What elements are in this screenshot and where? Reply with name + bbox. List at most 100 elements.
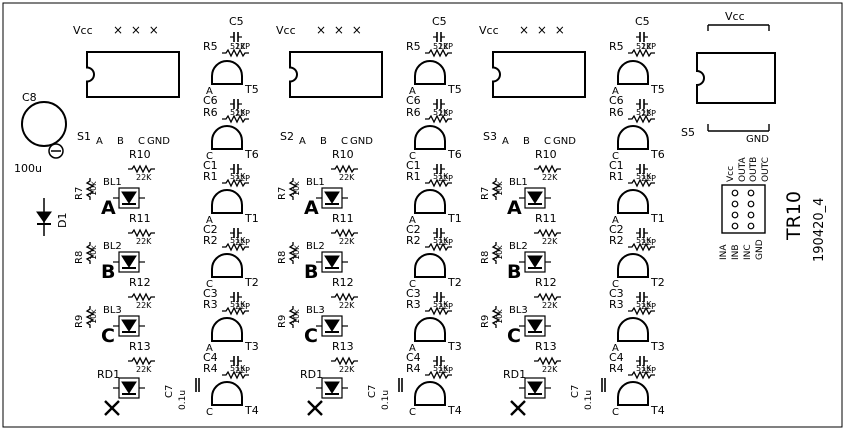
series-resistor-value: 22K — [339, 237, 355, 246]
rd-x-mark — [104, 400, 120, 416]
stage-resistor — [222, 48, 249, 58]
stage-resistor-label: R3 — [609, 298, 624, 311]
stage-cap-label: C2 — [203, 223, 218, 236]
led-resistor-value: 10k — [292, 245, 301, 260]
connector-pin-label-right: Vcc — [726, 166, 736, 182]
led-resistor — [288, 178, 298, 200]
transistor-label: T1 — [244, 212, 259, 225]
stage-cap-label: C3 — [406, 287, 421, 300]
led-resistor — [288, 242, 298, 264]
led-big-letter: A — [507, 197, 522, 219]
transistor-outline — [617, 253, 649, 278]
stage-resistor-label: R6 — [609, 106, 624, 119]
connector-pin-label-right: OUTB — [749, 157, 759, 182]
rd-x-mark — [510, 400, 526, 416]
capacitor-c8-polarity — [48, 143, 64, 159]
stage-cap-value: 22P — [641, 109, 656, 118]
transistor-pin-label: C — [612, 151, 619, 162]
led-resistor — [491, 178, 501, 200]
led-symbol — [527, 255, 543, 268]
led-resistor-label: R8 — [74, 251, 85, 264]
transistor-outline — [414, 60, 446, 85]
stage-resistor — [628, 370, 655, 380]
stage-cap-top-value: 22P — [641, 42, 656, 51]
connector-pin-label-right: OUTC — [761, 157, 771, 182]
stage-resistor — [222, 114, 249, 124]
transistor-pin-label: C — [206, 407, 213, 418]
switch-pin-gnd: GND — [350, 136, 373, 147]
capacitor-c8-value: 100u — [14, 162, 42, 175]
led-resistor-value: 10k — [292, 309, 301, 324]
series-resistor — [534, 356, 561, 366]
transistor-label: T6 — [447, 148, 462, 161]
series-resistor-label: R13 — [535, 340, 557, 353]
led-big-letter: C — [304, 325, 318, 347]
led-symbol — [324, 319, 340, 332]
connector-pin-label-bottom: INA — [719, 244, 729, 260]
stage-resistor-value: 51K — [433, 364, 449, 373]
led-resistor-value: 10k — [89, 309, 98, 324]
series-resistor-value: 22K — [136, 301, 152, 310]
stage-resistor-label: R1 — [406, 170, 421, 183]
led-resistor-label: R8 — [480, 251, 491, 264]
diode-d1-body — [36, 211, 52, 223]
stage-cap-label: C4 — [609, 351, 624, 364]
stage-resistor — [628, 48, 655, 58]
connector-pin-label-bottom: GND — [755, 239, 765, 260]
led-resistor-label: R8 — [277, 251, 288, 264]
transistor-outline — [617, 60, 649, 85]
stage-cap-value: 22P — [235, 366, 250, 375]
series-resistor — [331, 356, 358, 366]
pin-hole — [747, 200, 755, 208]
stage-resistor — [425, 48, 452, 58]
stage-cap-value: 22P — [235, 174, 250, 183]
cap-c7-label: C7 — [570, 385, 581, 398]
series-resistor — [534, 292, 561, 302]
transistor-outline — [617, 125, 649, 150]
stage-resistor-label: R2 — [609, 234, 624, 247]
led-resistor — [85, 306, 95, 328]
led-resistor-label: R7 — [277, 187, 288, 200]
pin-header-outline — [721, 184, 766, 234]
ic-socket-outline — [492, 51, 586, 98]
stage-cap-label: C2 — [406, 223, 421, 236]
stage-resistor — [222, 242, 249, 252]
transistor-label: T2 — [447, 276, 462, 289]
transistor-label: T5 — [650, 83, 665, 96]
stage-cap-value: 22P — [641, 302, 656, 311]
switch-pin-b: B — [320, 136, 327, 147]
rd-label: RD1 — [503, 368, 526, 381]
transistor-pin-label: A — [206, 343, 213, 354]
transistor-pin-label: A — [612, 215, 619, 226]
switch-label: S3 — [483, 130, 497, 143]
stage-resistor — [628, 306, 655, 316]
stage-cap-value: 22P — [235, 302, 250, 311]
cap-c7-value: 0.1u — [584, 390, 594, 410]
cap-c7-value: 0.1u — [178, 390, 188, 410]
vcc-label: Vcc — [479, 24, 499, 37]
stage-cap-label: C4 — [203, 351, 218, 364]
transistor-outline — [211, 381, 243, 406]
series-resistor — [128, 292, 155, 302]
transistor-label: T4 — [650, 404, 665, 417]
transistor-label: T1 — [447, 212, 462, 225]
series-resistor-label: R12 — [129, 276, 151, 289]
stage-resistor — [628, 178, 655, 188]
stage-resistor-label: R1 — [203, 170, 218, 183]
stage-cap-value: 22P — [235, 109, 250, 118]
stage-resistor-label: R1 — [609, 170, 624, 183]
series-resistor-label: R13 — [332, 340, 354, 353]
ic-socket-outline — [86, 51, 180, 98]
transistor-pin-label: A — [409, 343, 416, 354]
stage-resistor — [425, 306, 452, 316]
led-resistor-label: R9 — [74, 315, 85, 328]
series-resistor — [534, 164, 561, 174]
led-resistor-value: 10k — [495, 309, 504, 324]
connector-pin-label-right: OUTA — [738, 157, 748, 182]
series-resistor-value: 22K — [542, 237, 558, 246]
led-label: BL2 — [103, 241, 122, 252]
pin-hole — [731, 200, 739, 208]
cap-c7-value: 0.1u — [381, 390, 391, 410]
rd-label: RD1 — [300, 368, 323, 381]
